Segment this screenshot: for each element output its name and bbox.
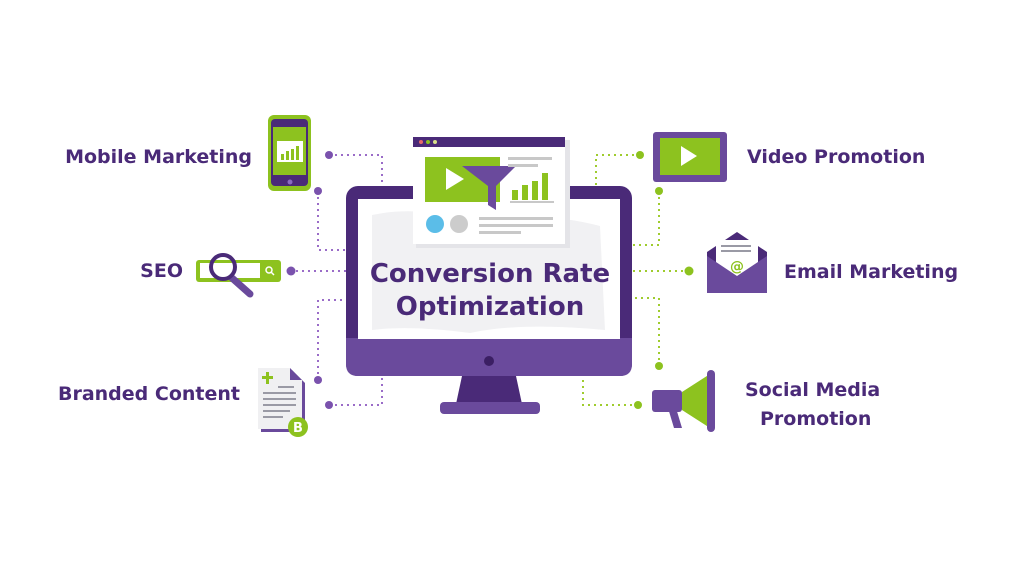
label-mobile-marketing: Mobile Marketing [65,146,252,168]
connectors-left [286,151,383,409]
document-badge-icon: B [258,368,308,437]
megaphone-icon [652,370,715,432]
at-symbol: @ [730,259,744,275]
item-mobile-marketing: Mobile Marketing [65,115,311,191]
badge-letter: B [293,421,303,436]
connectors-right [582,151,694,409]
label-email-marketing: Email Marketing [784,261,958,283]
label-social-media: Social Media [745,379,880,401]
label-seo: SEO [140,260,183,282]
item-social-media-promotion: Social Media Promotion [652,370,880,432]
label-video-promotion: Video Promotion [747,146,925,168]
item-email-marketing: @ Email Marketing [707,232,958,293]
label-branded-content: Branded Content [58,383,240,405]
title-line2: Optimization [396,292,584,322]
video-play-icon [653,132,727,182]
item-branded-content: Branded Content B [58,368,308,437]
item-video-promotion: Video Promotion [653,132,925,182]
smartphone-chart-icon [268,115,311,191]
label-promotion: Promotion [760,408,871,430]
item-seo: SEO [140,253,281,298]
search-bar-magnifier-icon [196,253,281,298]
browser-window-icon [413,137,570,248]
envelope-at-icon: @ [707,232,767,293]
title-line1: Conversion Rate [370,259,610,289]
